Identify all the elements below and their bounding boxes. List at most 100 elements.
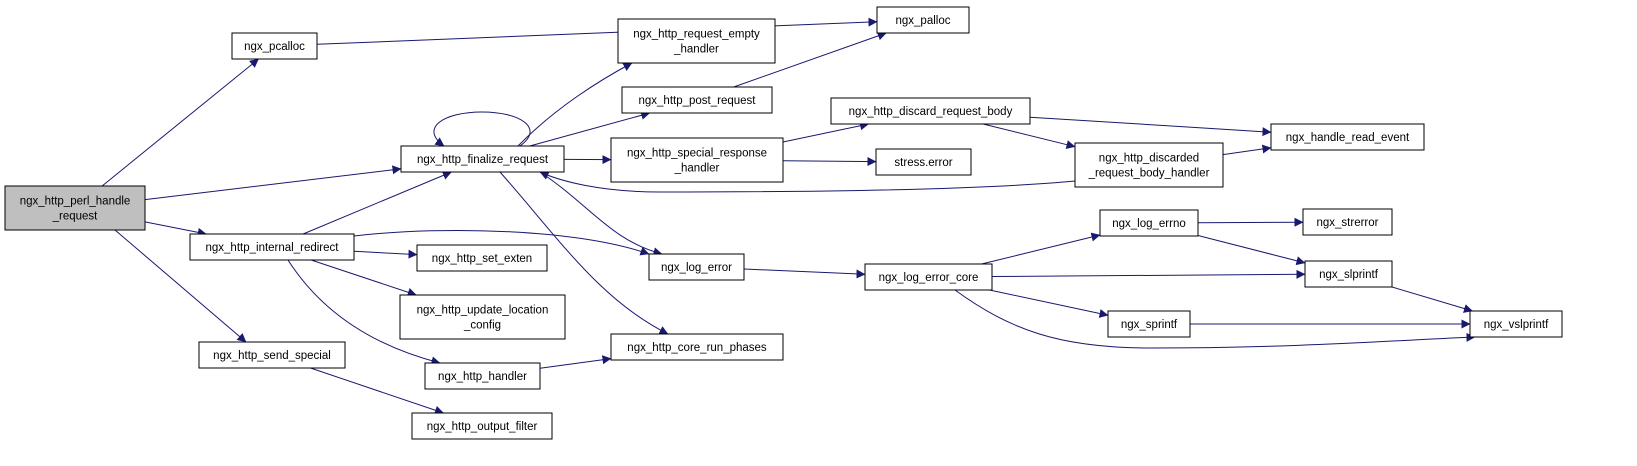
node-label: ngx_log_error [661, 262, 732, 274]
node-box [617, 18, 776, 64]
node-ngx_http_update_location_config[interactable]: ngx_http_update_location _config [399, 294, 566, 340]
node-label: stress.error [894, 157, 952, 169]
edge-ngx_http_finalize_request-to-ngx_http_request_empty_handler [517, 62, 633, 147]
node-ngx_log_errno[interactable]: ngx_log_errno [1099, 209, 1199, 237]
node-box [411, 412, 553, 440]
node-box [1304, 260, 1393, 288]
node-label: ngx_log_errno [1112, 218, 1186, 230]
node-label: ngx_handle_read_event [1286, 132, 1410, 144]
edge-ngx_http_discard_request_body-to-ngx_http_discarded_request_body_handler [982, 123, 1076, 150]
edge-ngx_log_errno-to-ngx_slprintf [1197, 235, 1306, 266]
node-ngx_http_post_request[interactable]: ngx_http_post_request [621, 86, 773, 114]
node-label: ngx_http_perl_handle [20, 196, 131, 208]
node-ngx_http_send_special[interactable]: ngx_http_send_special [198, 341, 346, 369]
node-ngx_http_output_filter[interactable]: ngx_http_output_filter [411, 412, 553, 440]
edge-ngx_http_perl_handle_request-to-ngx_http_internal_redirect [144, 221, 207, 237]
node-label: ngx_slprintf [1319, 269, 1379, 281]
node-box [416, 244, 548, 272]
node-label: _request_body_handler [1088, 168, 1210, 180]
edge-ngx_http_discarded_request_body_handler-to-ngx_handle_read_event [1222, 144, 1272, 156]
node-label: ngx_vslprintf [1484, 319, 1549, 331]
node-box [424, 362, 541, 390]
edge-ngx_http_finalize_request-to-ngx_http_post_request [529, 110, 651, 147]
node-ngx_palloc[interactable]: ngx_palloc [876, 6, 970, 34]
edge-ngx_http_internal_redirect-to-ngx_http_handler [287, 259, 441, 366]
node-ngx_http_core_run_phases[interactable]: ngx_http_core_run_phases [610, 333, 784, 361]
node-ngx_handle_read_event[interactable]: ngx_handle_read_event [1270, 123, 1425, 151]
nodes-layer: ngx_http_perl_handle_requestngx_pcallocn… [4, 6, 1563, 440]
edge-ngx_http_internal_redirect-to-ngx_http_finalize_request [302, 171, 452, 235]
edge-ngx_http_internal_redirect-to-ngx_log_error [353, 229, 650, 256]
node-label: ngx_log_error_core [879, 272, 979, 284]
node-box [1302, 208, 1393, 236]
node-box [4, 185, 146, 231]
node-ngx_strerror[interactable]: ngx_strerror [1302, 208, 1393, 236]
edge-ngx_http_discarded_request_body_handler-to-ngx_http_finalize_request [539, 171, 1076, 193]
node-ngx_vslprintf[interactable]: ngx_vslprintf [1469, 310, 1563, 338]
node-box [231, 32, 318, 60]
node-ngx_sprintf[interactable]: ngx_sprintf [1107, 310, 1191, 338]
edge-ngx_log_error_core-to-ngx_slprintf [991, 269, 1306, 279]
node-label: ngx_http_post_request [638, 95, 756, 107]
edge-ngx_log_errno-to-ngx_strerror [1197, 217, 1304, 227]
node-label: ngx_http_update_location [417, 305, 549, 317]
node-label: _config [463, 320, 501, 332]
node-ngx_http_set_exten[interactable]: ngx_http_set_exten [416, 244, 548, 272]
edge-ngx_log_error_core-to-ngx_vslprintf [954, 289, 1476, 349]
edge-ngx_http_post_request-to-ngx_palloc [733, 31, 887, 88]
edge-ngx_http_discard_request_body-to-ngx_handle_read_event [1029, 116, 1272, 137]
edge-ngx_http_perl_handle_request-to-ngx_http_send_special [114, 229, 247, 343]
node-box [864, 263, 993, 291]
node-ngx_http_special_response_handler[interactable]: ngx_http_special_response_handler [610, 137, 784, 183]
node-ngx_http_discarded_request_body_handler[interactable]: ngx_http_discarded _request_body_handler [1074, 142, 1224, 188]
node-box [400, 145, 565, 173]
node-label: _handler [673, 44, 719, 56]
node-label: ngx_pcalloc [244, 41, 305, 53]
edge-ngx_http_send_special-to-ngx_http_output_filter [310, 367, 444, 415]
node-box [610, 137, 784, 183]
node-ngx_slprintf[interactable]: ngx_slprintf [1304, 260, 1393, 288]
node-label: ngx_http_finalize_request [417, 154, 549, 166]
node-label: ngx_http_handler [438, 371, 527, 383]
node-ngx_pcalloc[interactable]: ngx_pcalloc [231, 32, 318, 60]
node-box [198, 341, 346, 369]
edge-ngx_http_special_response_handler-to-stress_error [782, 157, 877, 167]
node-ngx_http_discard_request_body[interactable]: ngx_http_discard_request_body [830, 97, 1031, 125]
node-ngx_log_error_core[interactable]: ngx_log_error_core [864, 263, 993, 291]
node-ngx_http_finalize_request[interactable]: ngx_http_finalize_request [400, 145, 565, 173]
node-label: ngx_http_send_special [213, 350, 331, 362]
node-label: ngx_http_core_run_phases [627, 342, 767, 354]
edge-ngx_log_error-to-ngx_log_error_core [743, 268, 866, 279]
node-box [1107, 310, 1191, 338]
node-box [876, 6, 970, 34]
node-stress_error[interactable]: stress.error [875, 148, 972, 176]
node-label: ngx_sprintf [1121, 319, 1178, 331]
node-box [189, 233, 355, 261]
node-ngx_log_error[interactable]: ngx_log_error [648, 253, 745, 281]
node-box [399, 294, 566, 340]
node-ngx_http_internal_redirect[interactable]: ngx_http_internal_redirect [189, 233, 355, 261]
edge-ngx_http_perl_handle_request-to-ngx_http_finalize_request [144, 165, 402, 201]
node-label: ngx_http_discard_request_body [849, 106, 1013, 118]
node-label: ngx_http_discarded [1099, 153, 1199, 165]
edge-ngx_http_internal_redirect-to-ngx_http_set_exten [353, 249, 418, 259]
node-ngx_http_handler[interactable]: ngx_http_handler [424, 362, 541, 390]
edge-ngx_http_finalize_request-to-ngx_http_core_run_phases [499, 171, 669, 335]
edge-ngx_http_handler-to-ngx_http_core_run_phases [539, 355, 612, 369]
edge-ngx_http_internal_redirect-to-ngx_http_update_location_config [310, 259, 417, 297]
node-box [830, 97, 1031, 125]
node-box [875, 148, 972, 176]
node-label: ngx_http_output_filter [427, 421, 538, 433]
edge-ngx_pcalloc-to-ngx_palloc [316, 17, 878, 45]
node-label: ngx_http_set_exten [432, 253, 532, 265]
node-ngx_http_perl_handle_request[interactable]: ngx_http_perl_handle_request [4, 185, 146, 231]
node-box [1099, 209, 1199, 237]
edge-ngx_http_perl_handle_request-to-ngx_pcalloc [101, 58, 259, 187]
node-ngx_http_request_empty_handler[interactable]: ngx_http_request_empty_handler [617, 18, 776, 64]
node-box [621, 86, 773, 114]
edges-layer [101, 17, 1476, 415]
edge-ngx_http_finalize_request-to-ngx_http_finalize_request [433, 111, 531, 147]
node-label: ngx_palloc [896, 15, 951, 27]
node-box [1074, 142, 1224, 188]
